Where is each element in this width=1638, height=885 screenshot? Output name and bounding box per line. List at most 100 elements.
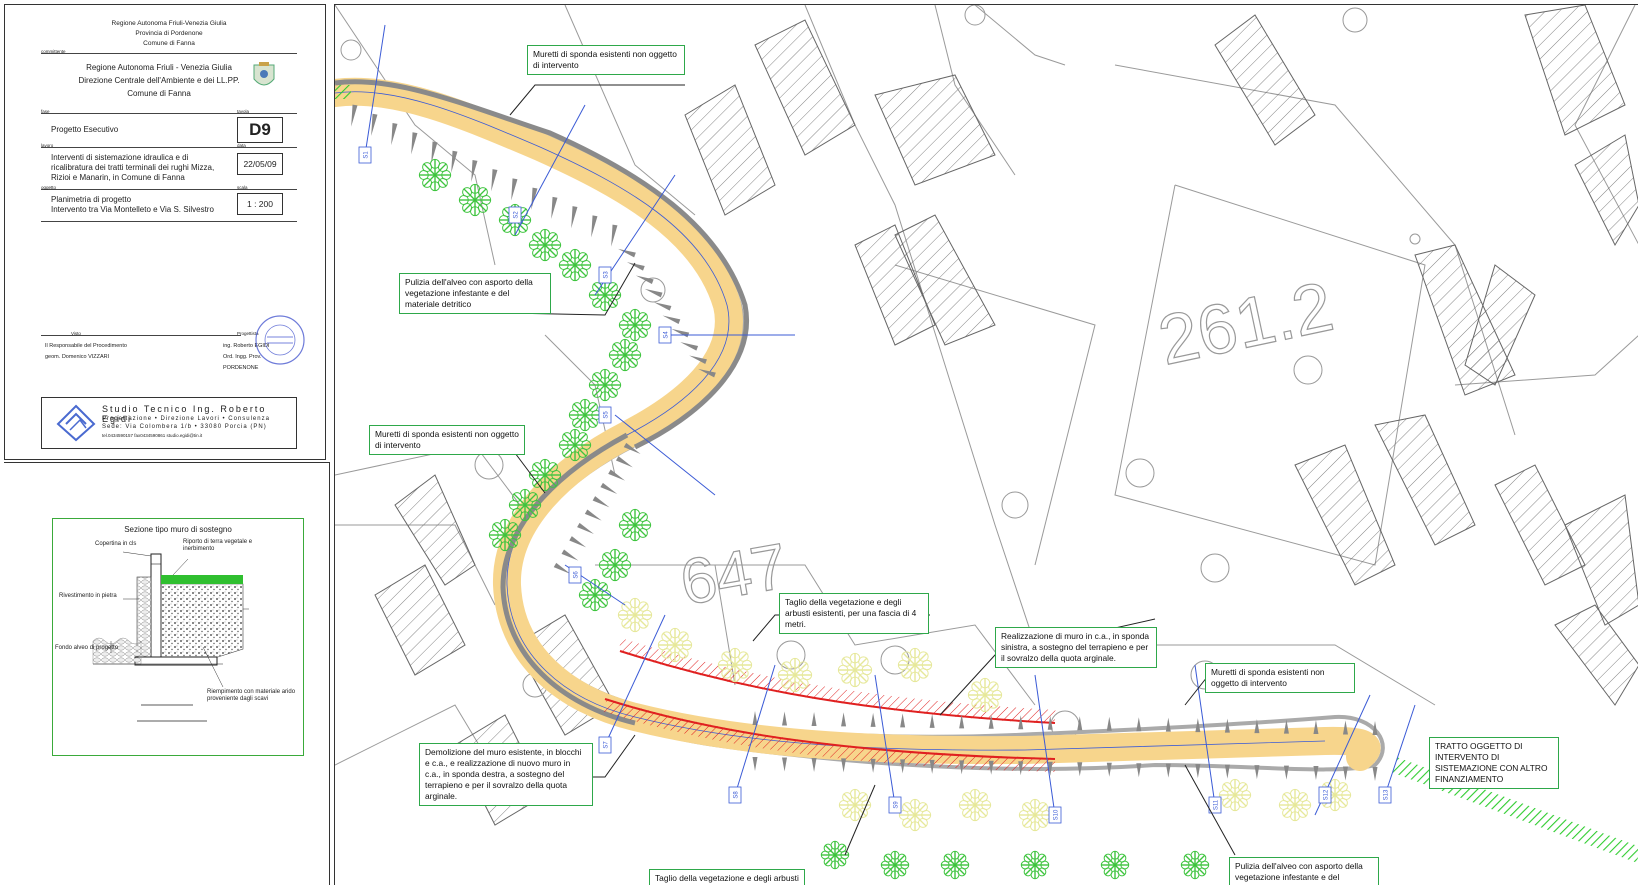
slope-mark: [1018, 715, 1024, 730]
studio-sub: Progettazione • Direzione Lavori • Consu…: [102, 416, 270, 422]
slope-mark: [511, 178, 518, 201]
section-tag-box: [1048, 806, 1062, 824]
section-tag-label: S12: [1324, 789, 1330, 800]
slope-mark: [635, 275, 654, 285]
engineer-stamp-icon: [255, 315, 305, 365]
slope-mark: [811, 711, 817, 726]
section-tag-box: [598, 266, 612, 284]
section-tag-label: S13: [1384, 789, 1390, 800]
studio-address: Sede: Via Colombera 1/b • 33080 Porcia (…: [102, 424, 267, 430]
progettista-line-1: ing. Roberto EGIDI: [223, 343, 270, 349]
slope-mark: [1195, 764, 1201, 779]
slope-mark: [615, 456, 633, 468]
section-tag-box: [568, 566, 582, 584]
slope-mark: [626, 262, 645, 271]
vegetation-cluster: [568, 398, 602, 432]
data-label: data: [237, 143, 246, 148]
section-tag-label: S2: [514, 211, 520, 219]
studio-name: Studio Tecnico Ing. Roberto Egidi: [102, 404, 267, 424]
vegetation-cluster: [618, 308, 652, 342]
section-tag-box: [888, 796, 902, 814]
callout-muretti-2: Muretti di sponda esistenti non oggetto …: [369, 425, 525, 455]
section-tag-box: [508, 206, 522, 224]
callout-tratto: TRATTO OGGETTO DI INTERVENTO DI SISTEMAZ…: [1429, 737, 1559, 789]
slope-mark: [929, 759, 935, 774]
vegetation-cluster: [617, 597, 653, 633]
slope-mark: [900, 713, 906, 728]
callout-muretti-3: Muretti di sponda esistenti non oggetto …: [1205, 663, 1355, 693]
slope-mark: [411, 132, 418, 155]
slope-mark: [680, 342, 699, 351]
vegetation-cluster: [558, 428, 592, 462]
vegetation-cluster: [1278, 788, 1312, 822]
slope-mark: [1342, 766, 1348, 781]
section-tag-label: S7: [604, 741, 610, 749]
slope-mark: [752, 757, 758, 771]
tavola-label: tavola: [237, 109, 250, 114]
slope-mark: [351, 104, 358, 127]
title-block: Regione Autonoma Friuli-Venezia Giulia P…: [4, 4, 326, 460]
callout-taglio-2: Taglio della vegetazione e degli arbusti: [649, 869, 805, 885]
slope-mark: [1254, 719, 1260, 734]
section-tag-label: S11: [1214, 799, 1220, 810]
header-line-1: Regione Autonoma Friuli-Venezia Giulia: [111, 20, 227, 27]
slope-mark: [553, 562, 571, 574]
committente-line-3: Comune di Fanna: [127, 89, 191, 98]
callout-realizzazione: Realizzazione di muro in c.a., in sponda…: [995, 627, 1157, 668]
date-box: 22/05/09: [237, 153, 283, 175]
slope-mark: [752, 711, 758, 725]
vegetation-cluster: [838, 788, 872, 822]
label-copertina: Copertina in cls: [95, 541, 137, 547]
vegetation-cluster: [777, 657, 813, 693]
scale-box: 1 : 200: [237, 193, 283, 215]
responsabile-line-2: geom. Domenico VIZZARI: [45, 354, 110, 360]
callout-pulizia-2: Pulizia dell'alveo con asporto della veg…: [1229, 857, 1379, 885]
vegetation-cluster: [618, 508, 652, 542]
vegetation-cluster: [488, 518, 522, 552]
lavoro-label: lavoro: [41, 143, 54, 148]
slope-mark: [591, 215, 598, 238]
label-fondo: Fondo alveo di progetto: [55, 645, 119, 651]
slope-mark: [569, 536, 587, 548]
slope-mark: [391, 123, 398, 146]
slope-mark: [451, 150, 458, 173]
slope-mark: [870, 712, 876, 727]
slope-mark: [1224, 718, 1230, 733]
wall-section-drawing: [92, 551, 249, 722]
slope-mark: [491, 169, 498, 192]
slope-mark: [611, 224, 618, 247]
slope-mark: [959, 760, 965, 775]
vegetation-cluster: [1218, 778, 1252, 812]
vegetation-cluster: [1020, 850, 1050, 880]
section-tag-box: [358, 146, 372, 164]
section-tag-label: S10: [1054, 809, 1060, 820]
slope-mark: [1136, 763, 1142, 778]
slope-mark: [1136, 717, 1142, 732]
river-axis: [335, 91, 1326, 751]
slope-mark: [988, 760, 994, 775]
vegetation-cluster: [837, 652, 873, 688]
section-tag-box: [728, 786, 742, 804]
slope-mark: [431, 141, 438, 164]
signature-section: Visto Progettista Il Responsabile del Pr…: [41, 315, 305, 371]
section-tag-label: S9: [894, 801, 900, 809]
studio-box: Studio Tecnico Ing. Roberto Egidi Proget…: [41, 397, 297, 449]
slope-mark: [644, 288, 663, 298]
section-tag-box: [658, 326, 672, 344]
slope-mark: [561, 549, 579, 561]
section-tag-label: S6: [574, 571, 580, 579]
vegetation-cluster: [880, 850, 910, 880]
slope-mark: [571, 206, 578, 229]
slope-mark: [1047, 715, 1053, 730]
vegetation-cluster: [898, 798, 932, 832]
fase-value: Progetto Esecutivo: [51, 125, 119, 134]
section-tag-label: S8: [734, 791, 740, 799]
slope-mark: [689, 355, 707, 365]
vegetation-cluster: [940, 850, 970, 880]
vegetation-cluster: [588, 368, 622, 402]
committente-line-2: Direzione Centrale dell'Ambiente e dei L…: [78, 76, 240, 85]
slope-mark: [698, 368, 716, 378]
slope-mark: [1313, 766, 1319, 781]
